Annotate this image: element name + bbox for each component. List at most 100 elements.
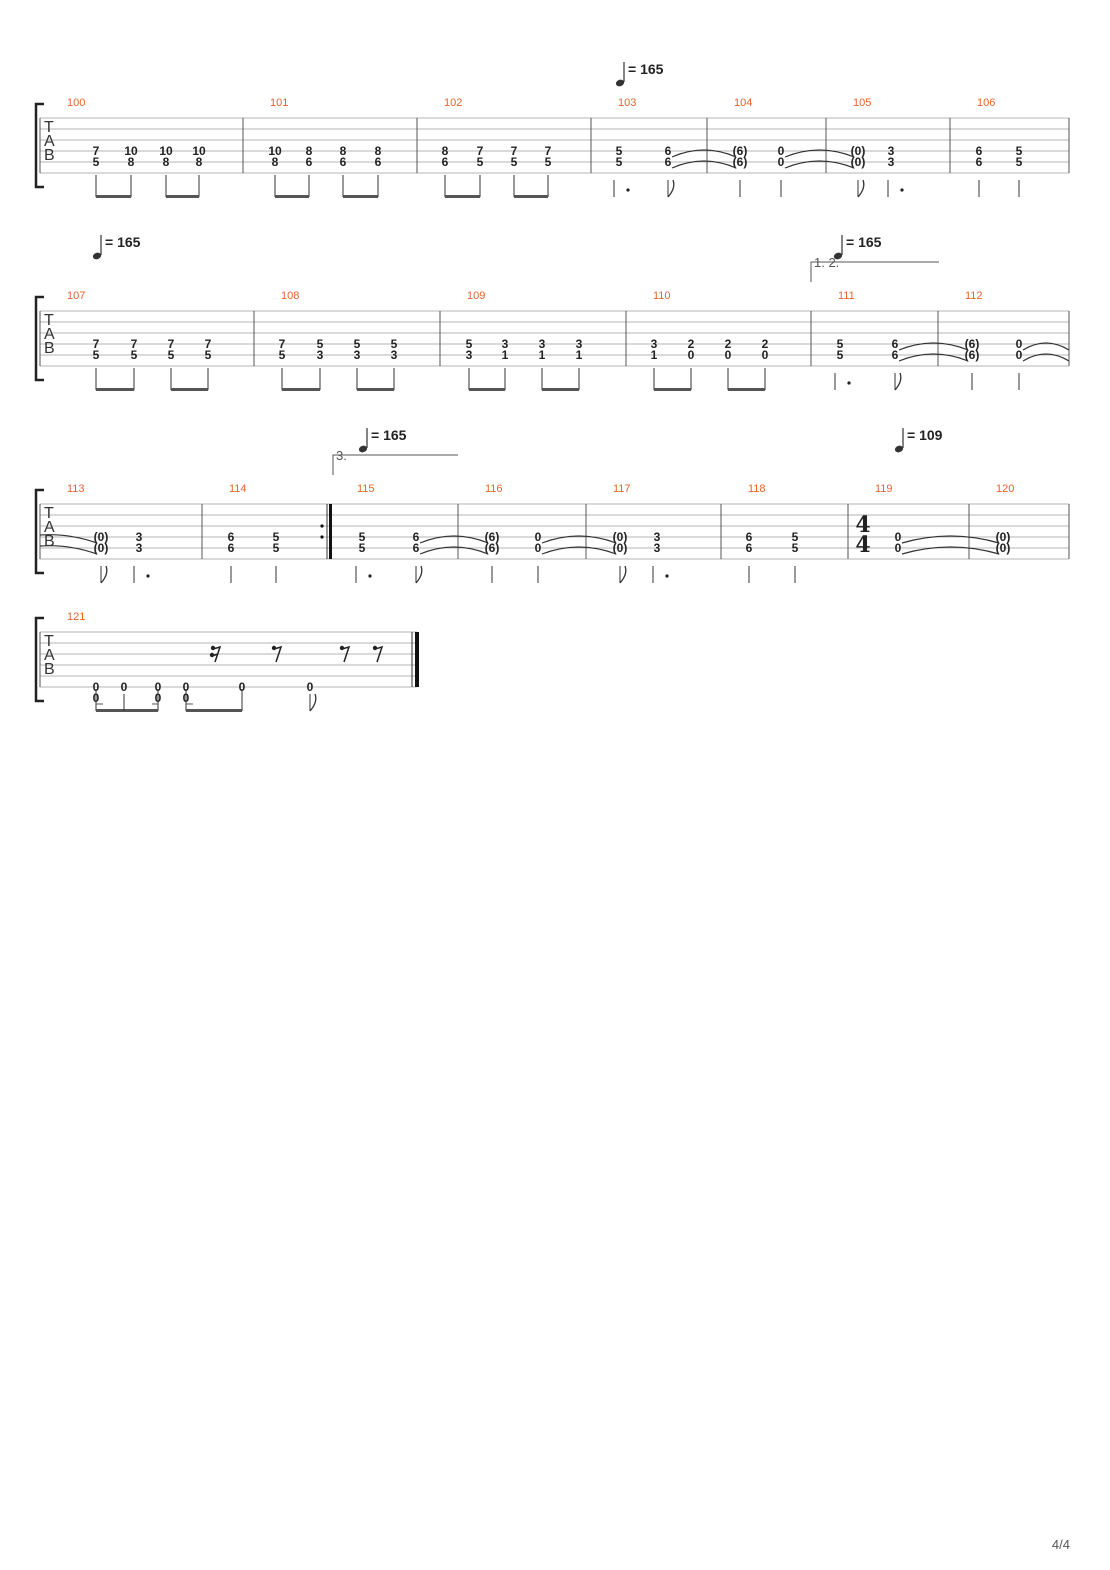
fret-number: 5 [359,530,366,544]
fret-number: 7 [93,144,100,158]
fret-number: (6) [733,155,748,169]
measure-number: 105 [853,97,871,109]
fret-number: 3 [888,144,895,158]
tab-clef-letter: A [44,326,55,343]
fret-number: 3 [654,541,661,555]
measure-number: 102 [444,97,462,109]
tab-systems: TAB1007510810810810110886868610286757575… [34,97,1070,712]
note-beam [514,195,548,198]
note-flag [415,565,423,584]
measure-number: 110 [653,290,671,302]
fret-number: 8 [306,144,313,158]
fret-number: 0 [183,680,190,694]
augmentation-dot [146,574,150,578]
measure-number: 116 [485,483,503,495]
note-beam [343,195,378,198]
tab-system: TAB113(0)(0)3311466551155566116(6)(6)001… [34,483,1070,584]
measure-number: 108 [281,290,299,302]
volta-line [332,454,458,475]
fret-number: 10 [268,144,282,158]
tab-clef-letter: A [44,133,55,150]
tie-arc [671,149,737,158]
fret-number: (6) [965,348,980,362]
fret-number: 8 [375,144,382,158]
fret-number: 5 [354,337,361,351]
tab-system: TAB1007510810810810110886868610286757575… [34,97,1070,198]
tab-clef-letter: T [44,505,54,522]
fret-number: 7 [279,337,286,351]
system-bracket [34,102,44,189]
repeat-thick-bar [329,504,332,559]
fret-number: 3 [136,541,143,555]
fret-number: 7 [545,144,552,158]
tie-arc [784,149,855,158]
fret-number: 5 [359,541,366,555]
tempo-mark: = 165 [615,61,664,87]
measure-number: 103 [618,97,636,109]
fret-number: 5 [837,348,844,362]
fret-number: 7 [168,337,175,351]
fret-number: 5 [1016,155,1023,169]
fret-number: 10 [192,144,206,158]
measure-number: 120 [996,483,1014,495]
tempo-value: = 165 [105,234,141,250]
tie-arc [901,546,1000,555]
fret-number: 0 [762,348,769,362]
fret-number: 6 [228,530,235,544]
tie-arc [419,535,489,544]
quarter-note-icon [92,252,102,260]
note-flag [894,372,902,391]
fret-number: 6 [665,155,672,169]
tempo-value: = 109 [907,427,943,443]
tab-clef-letter: A [44,519,55,536]
note-beam [357,388,394,391]
measure-number: 111 [838,290,855,302]
fret-number: 6 [746,541,753,555]
time-signature-top: 4 [855,512,870,538]
note-beam [445,195,480,198]
fret-number: 8 [340,144,347,158]
note-beam [542,388,579,391]
repeat-dot [320,524,324,528]
note-beam [171,388,208,391]
eighth-rest-icon [271,645,283,663]
tab-clef-letter: T [44,633,54,650]
eighth-rest-icon [372,645,384,663]
fret-number: 8 [163,155,170,169]
fret-number: 5 [93,348,100,362]
tempo-value: = 165 [846,234,882,250]
fret-number: 6 [892,348,899,362]
fret-number: 8 [196,155,203,169]
volta-bracket: 3. [332,448,458,475]
fret-number: (0) [613,541,628,555]
tab-clef-letter: T [44,312,54,329]
fret-number: 0 [895,530,902,544]
measure-number: 104 [734,97,752,109]
fret-number: 3 [502,337,509,351]
fret-number: 5 [616,144,623,158]
tab-clef-letter: B [44,147,55,164]
fret-number: 5 [545,155,552,169]
note-beam [96,709,158,712]
tab-clef-letter: A [44,647,55,664]
fret-number: 0 [895,541,902,555]
fret-number: 5 [131,348,138,362]
measure-number: 113 [67,483,85,495]
tie-arc [541,535,617,544]
final-thick-bar [415,632,419,687]
quarter-note-icon [894,445,904,453]
tie-arc [1022,342,1070,351]
augmentation-dot [626,188,630,192]
fret-number: 3 [136,530,143,544]
fret-number: 0 [307,680,314,694]
fret-number: (6) [733,144,748,158]
fret-number: 5 [205,348,212,362]
fret-number: (0) [851,144,866,158]
fret-number: (6) [485,541,500,555]
fret-number: 6 [340,155,347,169]
fret-number: 0 [1016,337,1023,351]
fret-number: 5 [837,337,844,351]
tab-clef-letter: B [44,533,55,550]
